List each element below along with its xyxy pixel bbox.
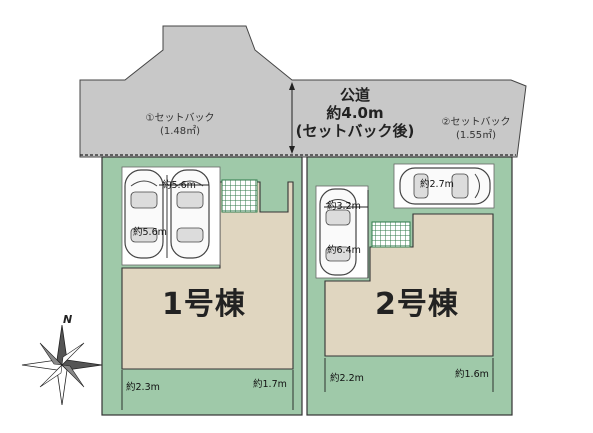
setback-2-area: (1.55㎡) — [455, 130, 497, 141]
road-name: 公道 — [339, 86, 370, 104]
road-width: 約4.0m — [326, 104, 384, 122]
car-icon — [124, 169, 164, 259]
lot-2-parking-width: 約3.2m — [327, 201, 361, 212]
car-icon — [399, 167, 491, 205]
road-width-arrow — [289, 82, 295, 154]
lot-2-parking-length: 約6.4m — [327, 245, 361, 256]
building-2-footprint — [324, 213, 494, 357]
lot-1-parking-width: 約5.6m — [162, 180, 196, 191]
compass-rose-icon — [21, 324, 103, 406]
lot-1-parking-length: 約5.6m — [133, 227, 167, 238]
car-icon — [170, 169, 210, 259]
lot-2-offset-left: 約2.2m — [330, 373, 364, 384]
dimension-markers-lot-2 — [324, 190, 494, 392]
road-label: 公道 約4.0m (セットバック後) — [290, 86, 420, 140]
lot-2-parking-width-b: 約2.7m — [420, 179, 454, 190]
stairs-2 — [371, 221, 411, 248]
setback-1-area: (1.48㎡) — [159, 126, 201, 137]
building-1-footprint — [121, 181, 294, 370]
lot-1-offset-right: 約1.7m — [253, 379, 287, 390]
dimension-markers-lot-1 — [121, 175, 294, 410]
lot-1-offset-left: 約2.3m — [126, 382, 160, 393]
road-note: (セットバック後) — [295, 122, 415, 140]
car-icon — [319, 188, 357, 276]
building-1-label: 1号棟 — [162, 287, 246, 322]
building-2-label: 2号棟 — [375, 287, 459, 322]
lot-2-offset-right: 約1.6m — [455, 369, 489, 380]
setback-2-label: ②セットバック (1.55㎡) — [426, 116, 526, 142]
public-road — [79, 25, 527, 158]
setback-2-title: ②セットバック — [441, 117, 511, 128]
compass-north-label: N — [63, 313, 73, 326]
setback-1-title: ①セットバック — [145, 113, 215, 124]
setback-1-label: ①セットバック (1.48㎡) — [130, 112, 230, 138]
stairs-1 — [221, 179, 258, 213]
